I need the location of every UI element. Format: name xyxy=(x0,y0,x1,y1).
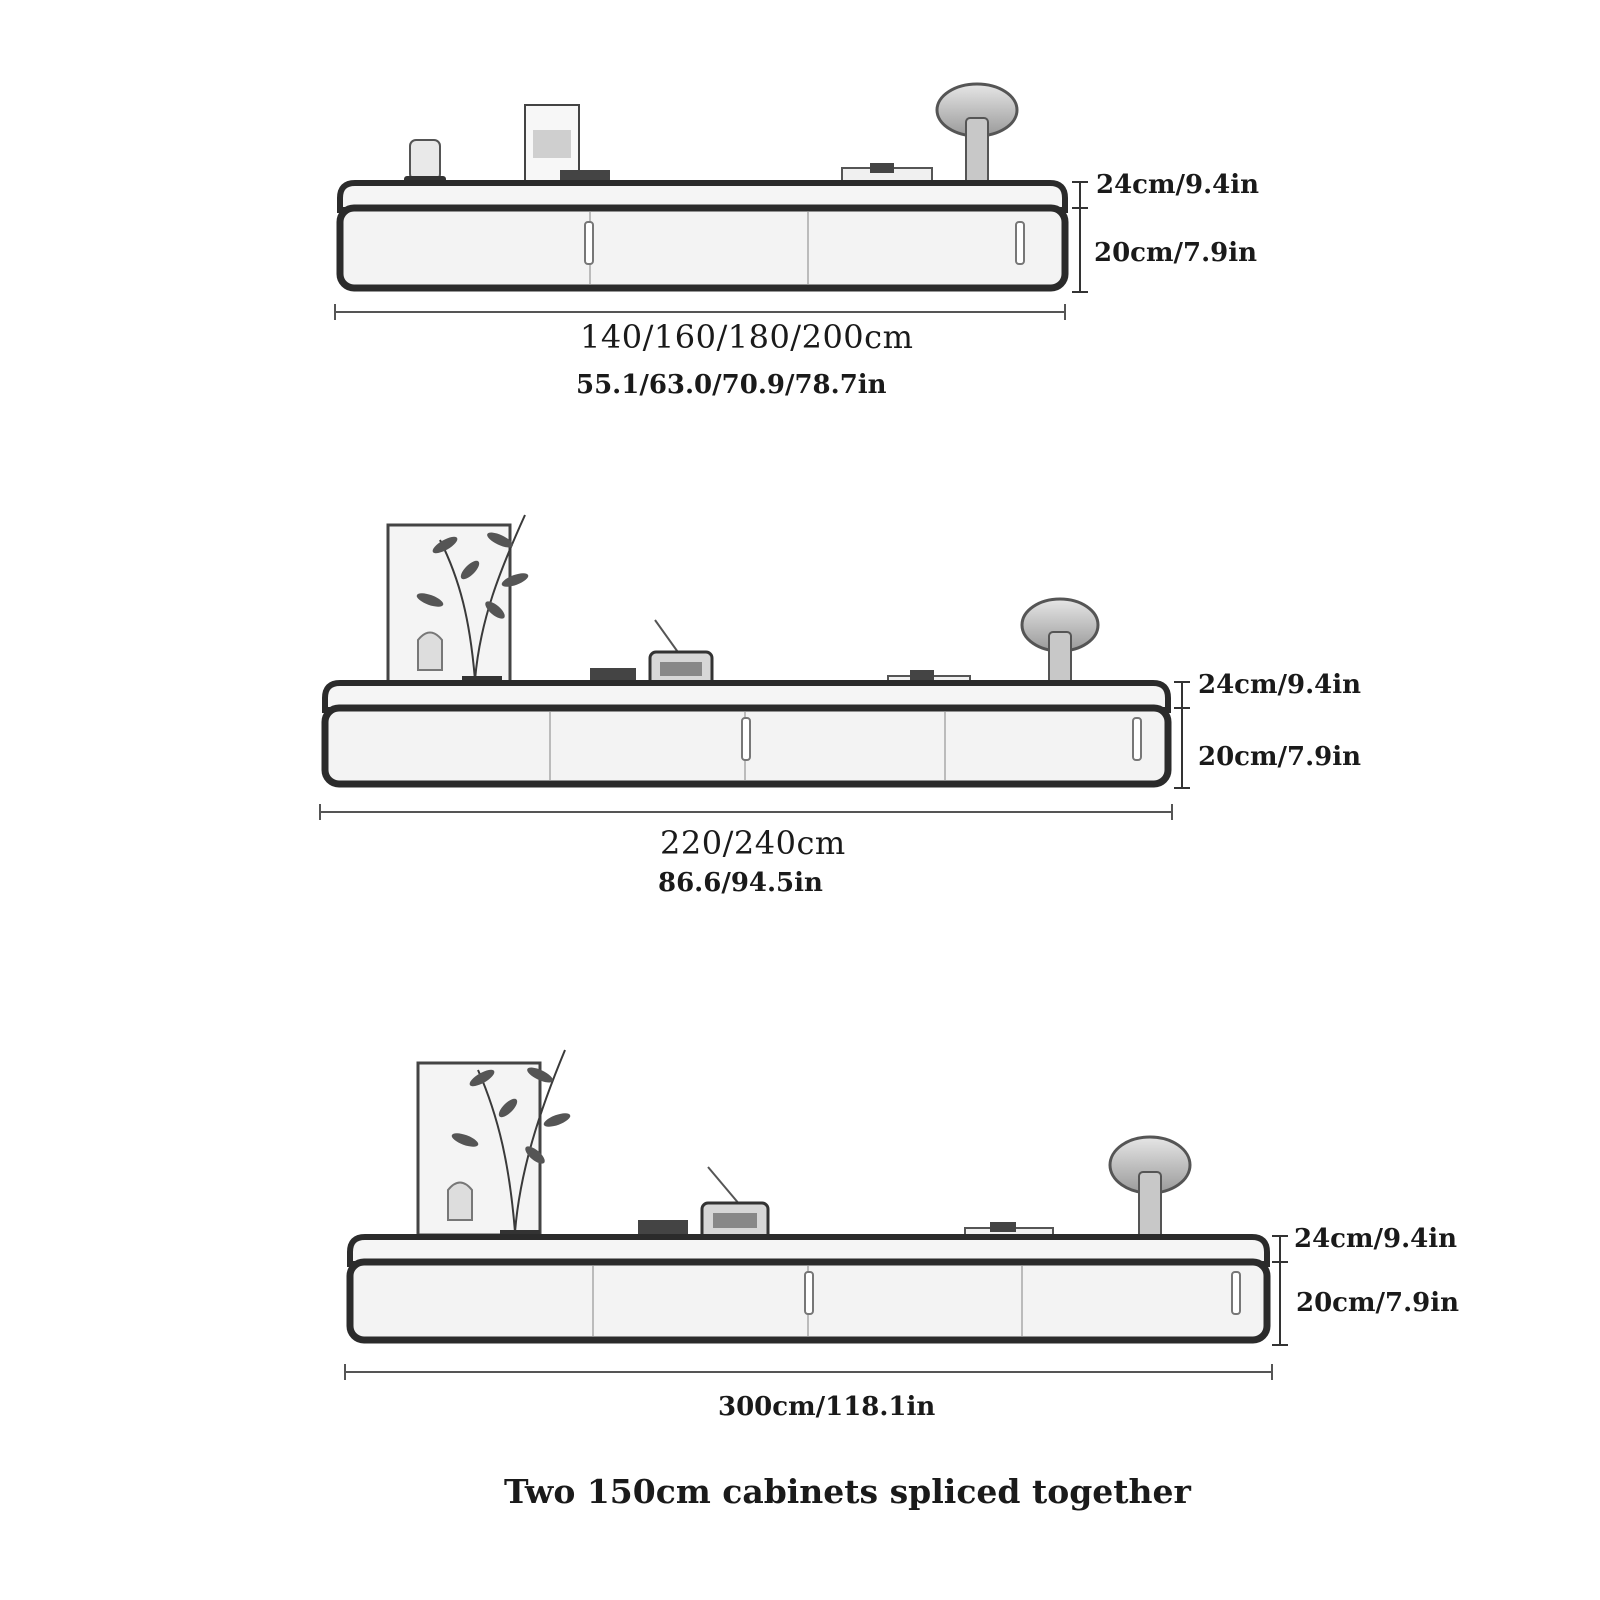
plant-frame-decor xyxy=(386,514,529,702)
drawer-handle xyxy=(804,1271,814,1315)
width-in-label: 86.6/94.5in xyxy=(658,868,823,898)
cabinet-top-slab xyxy=(337,180,1068,213)
drawer-handle xyxy=(584,221,594,265)
height-body-label: 20cm/7.9in xyxy=(1198,742,1362,772)
height-dimension-line xyxy=(1272,1235,1288,1346)
height-dimension-line xyxy=(1072,181,1088,293)
width-cm-label: 220/240cm xyxy=(660,824,846,862)
drawer-handle xyxy=(1132,717,1142,761)
caption: Two 150cm cabinets spliced together xyxy=(504,1472,1191,1511)
cabinet-3 xyxy=(344,1049,1288,1380)
cabinet-top-slab xyxy=(347,1234,1270,1267)
width-cm-label: 140/160/180/200cm xyxy=(580,318,914,356)
width-in-label: 55.1/63.0/70.9/78.7in xyxy=(576,370,887,400)
cabinet-top-slab xyxy=(322,680,1171,713)
cabinet-2 xyxy=(319,514,1190,820)
height-total-label: 24cm/9.4in xyxy=(1096,170,1260,200)
drawer-handle xyxy=(741,717,751,761)
lamp-decor xyxy=(935,82,1019,199)
height-total-label: 24cm/9.4in xyxy=(1294,1224,1458,1254)
height-body-label: 20cm/7.9in xyxy=(1296,1288,1460,1318)
picture-frame-decor xyxy=(524,104,580,186)
cabinet-body xyxy=(336,204,1069,292)
height-body-label: 20cm/7.9in xyxy=(1094,238,1258,268)
plant-frame-decor xyxy=(416,1049,571,1258)
width-combined-label: 300cm/118.1in xyxy=(718,1392,936,1422)
drawer-handle xyxy=(1015,221,1025,265)
width-dimension-line xyxy=(344,1364,1273,1380)
width-dimension-line xyxy=(319,804,1173,820)
width-dimension-line xyxy=(334,304,1066,320)
cabinet-1 xyxy=(334,82,1088,320)
drawer-handle xyxy=(1231,1271,1241,1315)
height-dimension-line xyxy=(1174,681,1190,789)
height-total-label: 24cm/9.4in xyxy=(1198,670,1362,700)
